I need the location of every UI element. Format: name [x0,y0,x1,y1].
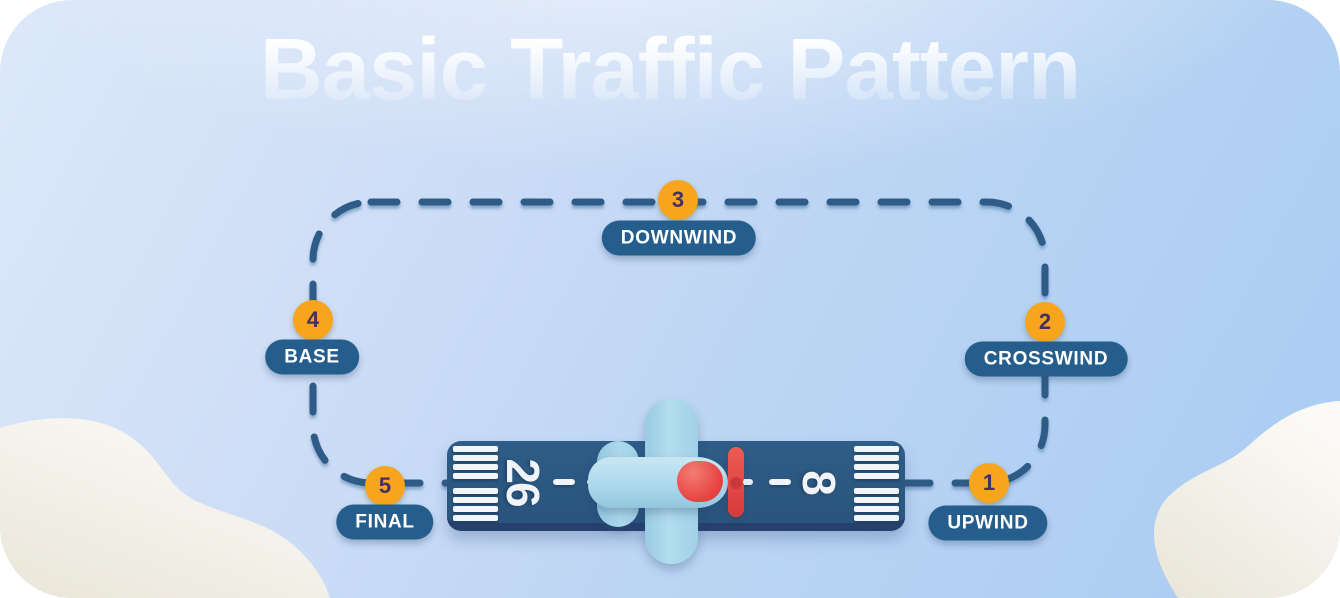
runway-centerline-dash [553,479,575,485]
runway-number-8: 8 [793,470,845,494]
downwind-number-badge: 3 [658,180,698,220]
airplane-propeller-pin-icon [743,479,753,485]
title-container: Basic Traffic Pattern [0,21,1340,118]
runway-number-26: 26 [497,458,549,506]
upwind-label-pill: UPWIND [928,505,1048,541]
runway-centerline-dash [769,479,791,485]
airplane-canopy-icon [677,461,723,502]
base-label-pill: BASE [265,339,359,375]
page-title: Basic Traffic Pattern [259,21,1081,118]
runway-threshold-left [453,446,498,524]
downwind-label-pill: DOWNWIND [601,220,757,256]
crosswind-number-badge: 2 [1025,302,1065,342]
airplane-propeller-hub-icon [730,477,742,489]
base-number-badge: 4 [293,300,333,340]
upwind-number-badge: 1 [969,463,1009,503]
runway-threshold-right [854,446,899,524]
final-label-pill: FINAL [336,504,434,540]
cloud-left-icon [0,418,330,598]
final-number-badge: 5 [365,466,405,506]
crosswind-label-pill: CROSSWIND [964,341,1128,377]
cloud-right-icon [1153,401,1340,598]
